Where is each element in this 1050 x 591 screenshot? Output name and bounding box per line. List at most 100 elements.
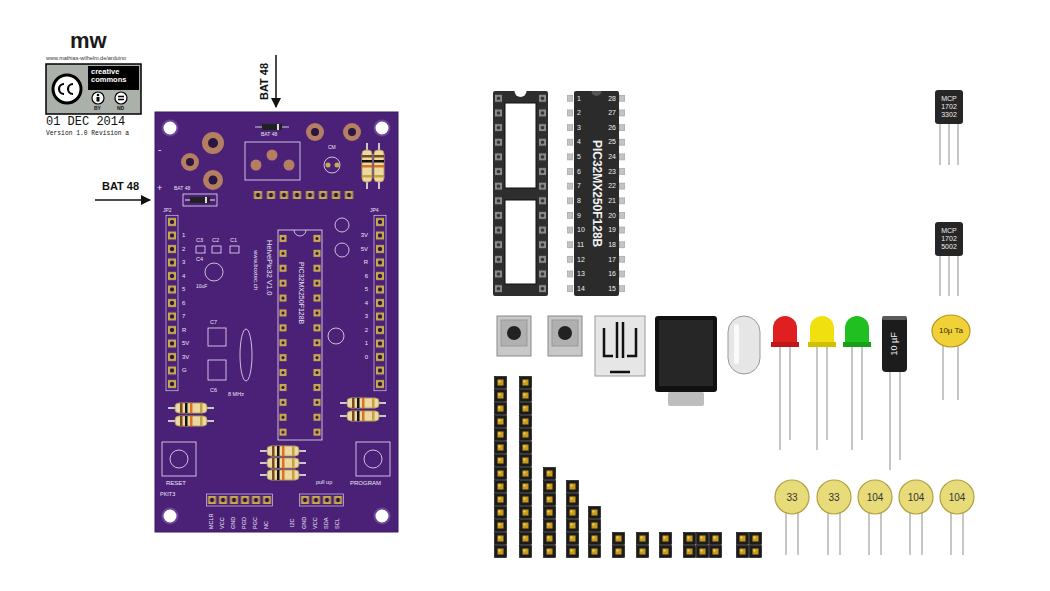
capacitor-top [882,316,907,320]
capacitor-footprints [196,218,349,381]
silkscreen-label: PGC [253,517,259,529]
silkscreen-label: C6 [210,388,217,394]
silkscreen-label: GND [231,517,237,529]
capacitor-body [817,480,851,514]
silkscreen-label: C2 [212,238,219,244]
silkscreen-label: CM [328,145,336,150]
badge-frame [46,64,141,114]
pin-number: 6 [577,168,581,175]
electrolytic-capacitor: 10 µF [882,316,907,372]
silkscreen-label: BAT 48 [261,132,277,137]
pin-headers [494,376,762,558]
silkscreen-label: MCLR [209,513,215,529]
regulator-legs [940,124,958,296]
credit-text: BY [94,106,101,111]
pin-label: 0 [365,354,368,360]
capacitor-body [775,480,809,514]
pin-number: 4 [577,138,581,145]
pin-label: 5 [182,286,185,292]
ic-socket [493,85,548,296]
silkscreen-label: C3 [196,238,203,244]
silkscreen-label: PGD [242,517,248,529]
led [771,316,871,450]
part-marking: 33 [786,492,797,503]
pin-number: 27 [608,109,616,116]
pin-number: 26 [608,124,616,131]
silkscreen-label: GND [302,517,308,529]
part-marking: MCP 1702 5002 [937,227,961,250]
pin-label: 7 [182,313,185,319]
regulator-footprint [245,142,340,180]
pin-label: 6 [365,273,368,279]
chip-notch [592,91,602,96]
pin-label: 1 [182,232,185,238]
credit-text: ND [117,106,124,111]
pin-number: 20 [608,212,616,219]
credit-text: Version 1.0 Revision a [46,131,129,137]
pin-label: 4 [365,300,368,306]
pin-number: 22 [608,182,616,189]
pin-number: 23 [608,168,616,175]
part-marking: 10 µF [890,332,900,355]
silkscreen-label: JP2 [163,208,172,213]
silkscreen-label: VCC [220,517,226,529]
pin-number: 8 [577,197,581,204]
chip-body [574,91,619,296]
pin-number: 9 [577,212,581,219]
credit-text: 01 DEC 2014 [46,116,125,128]
part-marking: 33 [828,492,839,503]
cc-mark [59,84,73,94]
ceramic-capacitor: 104 [939,479,975,515]
silkscreen-label: 8 MHz [228,392,244,398]
part-marking: 10µ Ta [939,327,963,336]
badge-bar [88,66,139,90]
by-icon [92,92,104,104]
capacitor-body [899,480,933,514]
capacitor-legs [786,345,963,555]
ic-legs [567,91,625,296]
silkscreen-label: - [158,145,161,155]
part-marking: MCP 1702 3302 [937,95,961,118]
ceramic-capacitor: 33 [774,479,810,515]
header-pads [166,189,386,506]
mounting-holes [163,121,390,524]
pin-label: 5 [365,286,368,292]
silkscreen-label: SCL [335,518,341,529]
silkscreen-label: C1 [230,238,237,244]
credit-text: creative commons [91,68,137,84]
ceramic-capacitor: 104 [898,479,934,515]
pin-number: 10 [577,226,585,233]
pin-number: 17 [608,256,616,263]
pin-number: 13 [577,270,585,277]
silkscreen-label: RESET [166,480,186,486]
pin-number: 12 [577,256,585,263]
callout-label: BAT 48 [102,181,139,192]
callout-label: BAT 48 [259,63,270,100]
pin-label: 2 [365,327,368,333]
part-marking: PIC32MX250F128B [590,140,603,247]
crystal [728,316,760,374]
pin-number: 15 [608,285,616,292]
capacitor-can [882,316,907,372]
pin-number: 7 [577,182,581,189]
ceramic-capacitor: 33 [816,479,852,515]
pin-label: R [364,259,368,265]
ic-chip: PIC32MX250F128B [574,91,619,296]
silkscreen-label: SDA [324,518,330,529]
nd-icon-mark [118,97,124,100]
silkscreen-label: JP4 [370,208,379,213]
silkscreen-label: BAT 48 [174,186,190,191]
pin-label: 1 [365,340,368,346]
pin-number: 21 [608,197,616,204]
cc-logo [53,75,81,103]
jack-pads [181,123,361,190]
silkscreen-label: VCC [313,517,319,529]
regulator-case [935,90,963,124]
nd-icon [115,92,127,104]
pin-number: 28 [608,95,616,102]
pin-number: 25 [608,138,616,145]
by-icon-body [97,97,100,102]
part-marking: 104 [908,492,925,503]
